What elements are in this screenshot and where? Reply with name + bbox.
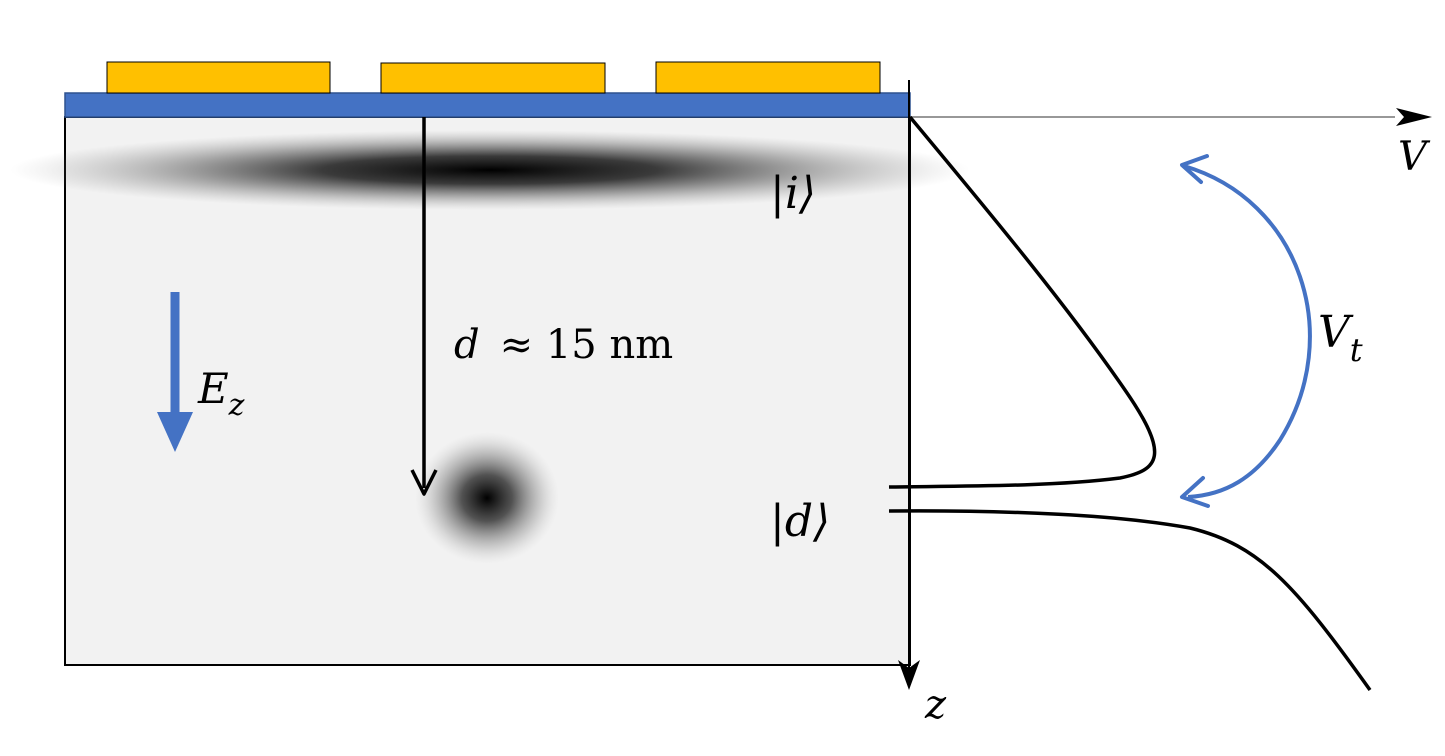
state-i-label: |i⟩ (770, 168, 816, 219)
distance-arrowhead (410, 469, 438, 496)
gate-electrode (106, 61, 331, 94)
distance-label: d ≈ 15 nm (454, 322, 673, 368)
tunnel-arrowhead-bottom (1180, 476, 1210, 508)
z-axis-label: z (924, 682, 947, 728)
tunnel-arrowhead-top (1180, 154, 1209, 184)
oxide-layer (64, 92, 911, 118)
tunnel-coupling-arc (1183, 164, 1312, 499)
gate-electrode (380, 62, 606, 94)
state-d-label: |d⟩ (770, 496, 830, 547)
tunnel-label: Vt (1318, 307, 1363, 369)
potential-curve-lower (888, 509, 1372, 692)
potential-curve-upper (888, 115, 1157, 489)
v-axis-label: V (1398, 134, 1431, 180)
wavefunction-d (415, 432, 559, 564)
gate-electrode (655, 61, 881, 94)
field-arrowhead (157, 412, 193, 452)
v-axis-arrowhead (1396, 108, 1432, 126)
z-axis-arrowhead (898, 660, 920, 690)
wavefunction-i (10, 130, 970, 210)
field-label: Ez (197, 364, 245, 423)
